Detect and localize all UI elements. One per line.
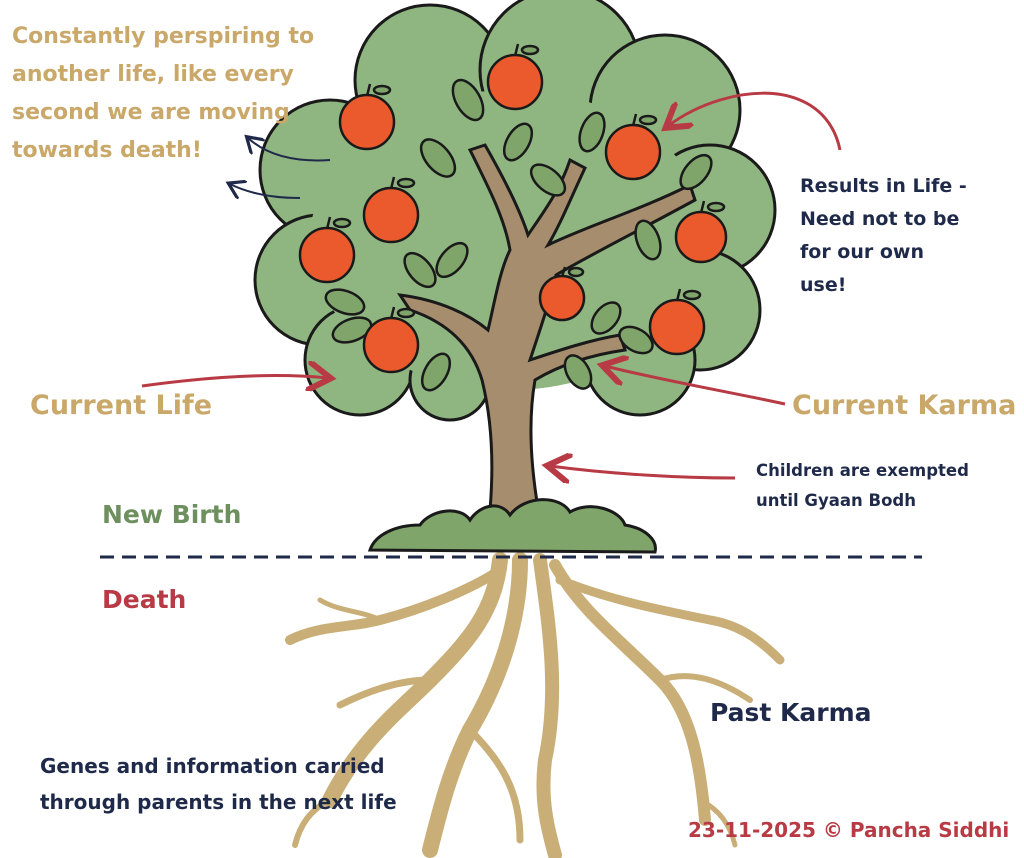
arrow-children	[550, 466, 736, 478]
arrow-perspiring-2	[230, 184, 301, 198]
current-life-label: Current Life	[30, 390, 213, 421]
genes-caption: Genes and information carried through pa…	[40, 754, 397, 814]
new-birth-label: New Birth	[102, 500, 242, 529]
arrow-results	[668, 91, 842, 151]
arrow-current-karma	[605, 366, 786, 406]
death-label: Death	[102, 585, 187, 614]
apple-stems	[325, 43, 726, 320]
past-karma-label: Past Karma	[710, 698, 872, 727]
arrow-perspiring-1	[248, 138, 331, 162]
credit-line: 23-11-2025 © Pancha Siddhi	[688, 818, 1010, 842]
perspiring-caption: Constantly perspiring to another life, l…	[12, 24, 315, 163]
roots	[285, 552, 785, 858]
grass	[367, 498, 657, 554]
results-in-life-caption: Results in Life - Need not to be for our…	[800, 175, 967, 296]
arrow-current-life	[141, 376, 328, 386]
trunk	[396, 143, 697, 532]
children-exempted-caption: Children are exempted until Gyaan Bodh	[756, 461, 969, 510]
current-karma-label: Current Karma	[792, 390, 1017, 421]
leaves	[324, 78, 713, 392]
